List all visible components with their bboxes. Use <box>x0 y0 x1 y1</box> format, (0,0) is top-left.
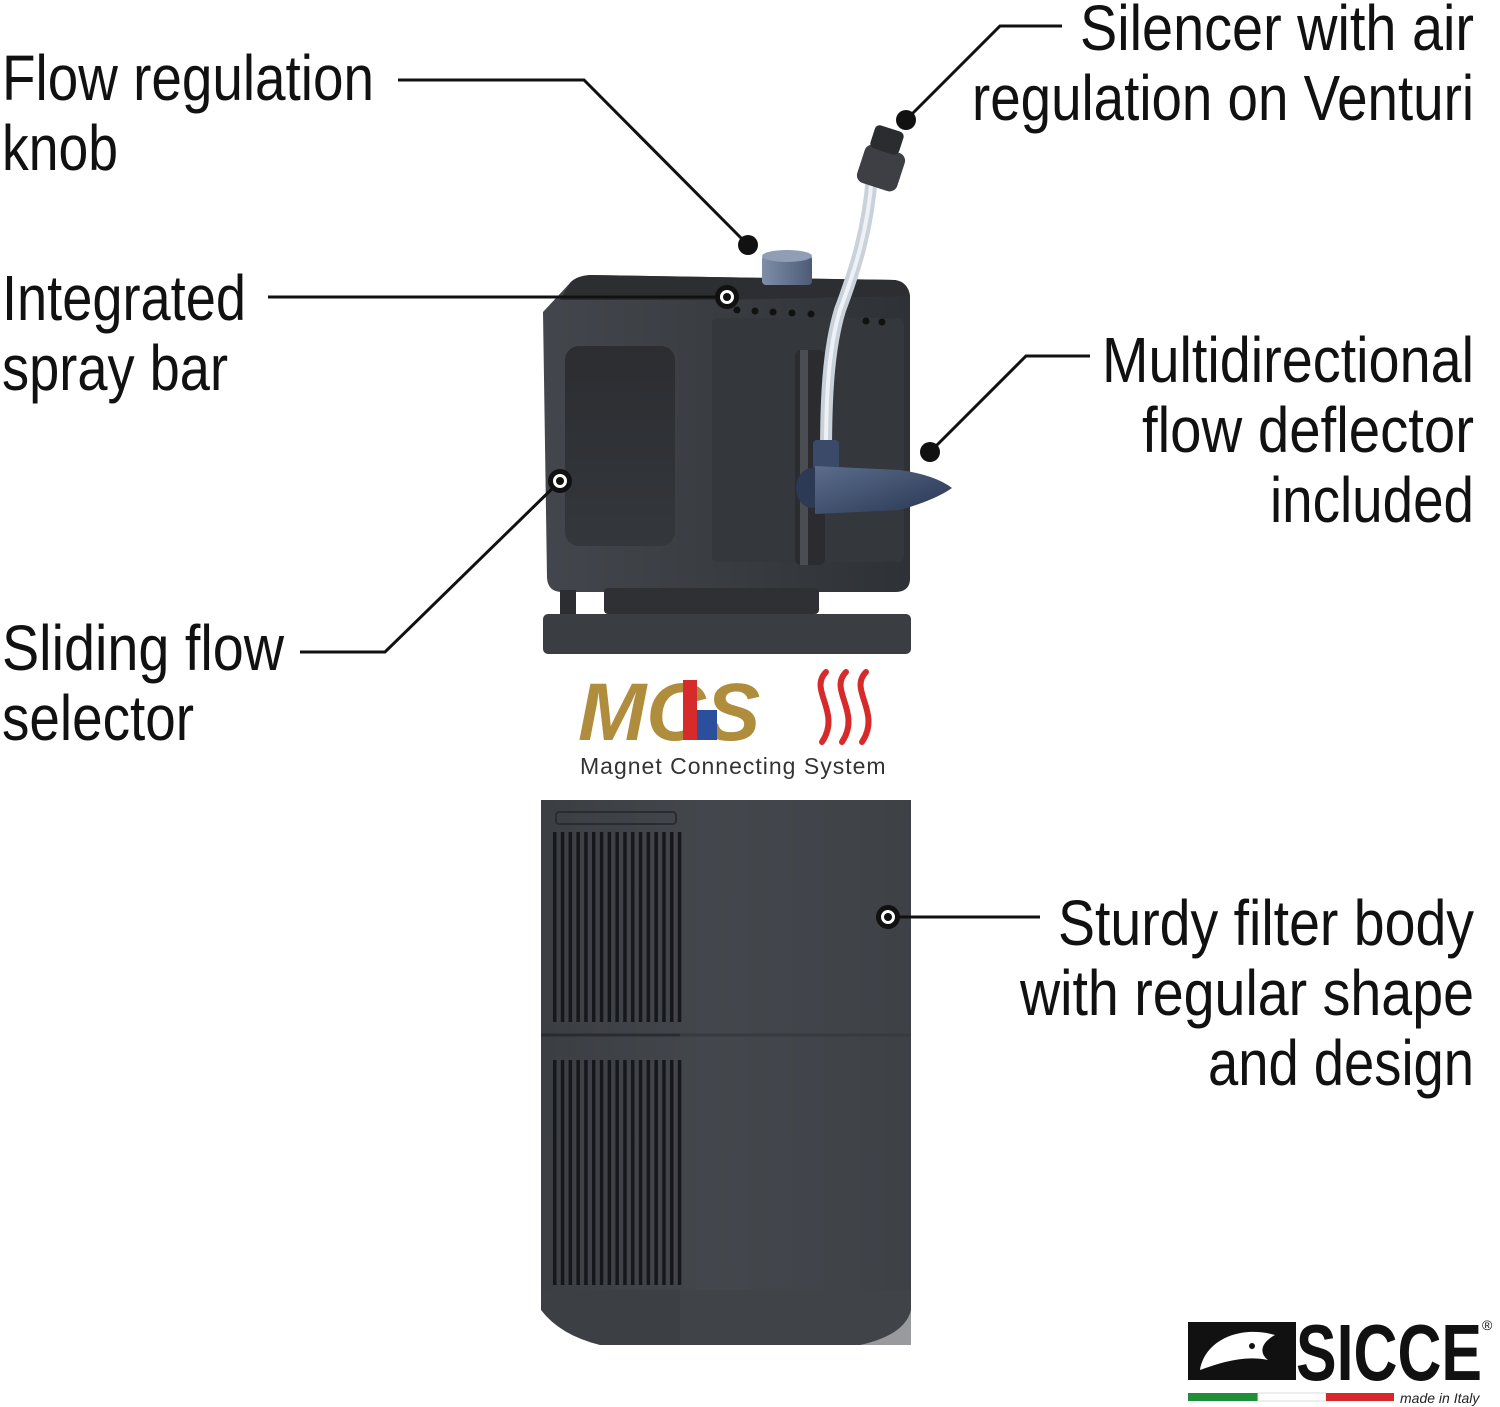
grille-slot <box>654 1060 658 1285</box>
grille-slot <box>592 832 596 1022</box>
callout-sliding-selector-line2: selector <box>2 682 194 754</box>
mcs-logo: MCS Magnet Connecting System <box>578 667 887 779</box>
grille-slot <box>568 1060 573 1285</box>
whale-logo-icon <box>1188 1322 1296 1380</box>
grille-slot <box>607 832 612 1022</box>
callout-silencer-line2: regulation on Venturi <box>972 62 1474 134</box>
leader-silencer <box>904 24 1062 122</box>
grille-slot <box>631 832 635 1022</box>
grille-slot <box>615 832 619 1022</box>
grille-slot <box>607 1060 612 1285</box>
intake-grille-upper <box>553 832 682 1022</box>
callout-deflector-line3: included <box>1270 464 1474 536</box>
grille-slot <box>623 1060 627 1285</box>
grille-slot <box>599 1060 604 1285</box>
callout-spray-bar: Integrated spray bar <box>2 262 246 404</box>
flow-deflector <box>796 440 952 514</box>
mcs-subtitle: Magnet Connecting System <box>580 753 887 779</box>
grille-slot <box>646 1060 651 1285</box>
grille-slot <box>638 1060 643 1285</box>
grille-slot <box>638 832 643 1022</box>
callout-silencer-line1: Silencer with air <box>1080 0 1474 64</box>
grille-slot <box>576 1060 580 1285</box>
callout-deflector-line2: flow deflector <box>1142 394 1474 466</box>
grille-slot <box>576 832 580 1022</box>
grille-slot <box>677 1060 682 1285</box>
pin-deflector <box>920 442 940 462</box>
callout-leaders <box>268 24 1090 929</box>
grille-slot <box>560 832 565 1022</box>
grille-slot <box>553 832 557 1022</box>
callout-flow-knob-line2: knob <box>2 112 118 184</box>
filter-body <box>541 800 911 1345</box>
grille-slot <box>599 832 604 1022</box>
callout-filter-body-line2: with regular shape <box>1019 957 1474 1029</box>
grille-slot <box>615 1060 619 1285</box>
callout-filter-body-line1: Sturdy filter body <box>1058 887 1474 959</box>
pump-head <box>543 275 910 592</box>
callout-spray-bar-line1: Integrated <box>2 262 246 334</box>
flow-regulation-knob <box>762 250 812 285</box>
registered-mark: ® <box>1482 1317 1493 1333</box>
air-tube-silencer <box>820 125 906 461</box>
grille-slot <box>553 1060 557 1285</box>
heat-waves-icon <box>817 669 872 745</box>
filter-illustration <box>541 125 952 1345</box>
grille-slot <box>592 1060 596 1285</box>
grille-slot <box>631 1060 635 1285</box>
callout-flow-knob-line1: Flow regulation <box>2 42 374 114</box>
grille-slot <box>568 832 573 1022</box>
grille-slot <box>662 832 666 1022</box>
callout-filter-body-line3: and design <box>1208 1027 1474 1099</box>
leader-sliding-selector <box>300 479 562 654</box>
grille-slot <box>662 1060 666 1285</box>
leader-deflector <box>928 354 1090 454</box>
callout-spray-bar-line2: spray bar <box>2 332 228 404</box>
grille-slot <box>584 1060 588 1285</box>
grille-slot <box>646 832 651 1022</box>
grille-slot <box>670 832 674 1022</box>
leader-flow-knob <box>398 78 750 247</box>
spray-bar-holes <box>733 306 886 326</box>
side-panel-window <box>565 346 675 546</box>
mcs-logo-letters: MCS <box>578 667 760 758</box>
callout-deflector: Multidirectional flow deflector included <box>1102 324 1474 536</box>
sliding-flow-selector <box>543 588 911 654</box>
callout-sliding-selector-line1: Sliding flow <box>2 612 285 684</box>
brand-tagline: made in Italy <box>1400 1390 1480 1406</box>
grille-slot <box>654 832 658 1022</box>
grille-slot <box>623 832 627 1022</box>
callout-flow-knob: Flow regulation knob <box>2 42 374 184</box>
grille-slot <box>670 1060 674 1285</box>
intake-grille-lower <box>553 1060 682 1285</box>
italian-flag-stripe <box>1188 1392 1394 1402</box>
callout-sliding-selector: Sliding flow selector <box>2 612 285 754</box>
callout-filter-body: Sturdy filter body with regular shape an… <box>1019 887 1474 1099</box>
pin-flow-knob <box>738 235 758 255</box>
callout-silencer: Silencer with air regulation on Venturi <box>972 0 1474 134</box>
pin-silencer <box>896 110 916 130</box>
grille-slot <box>584 832 588 1022</box>
callout-deflector-line1: Multidirectional <box>1102 324 1474 396</box>
grille-slot <box>560 1060 565 1285</box>
grille-slot <box>677 832 682 1022</box>
sicce-logo: SICCE ® made in Italy <box>1188 1308 1493 1406</box>
brand-name: SICCE <box>1296 1308 1482 1397</box>
